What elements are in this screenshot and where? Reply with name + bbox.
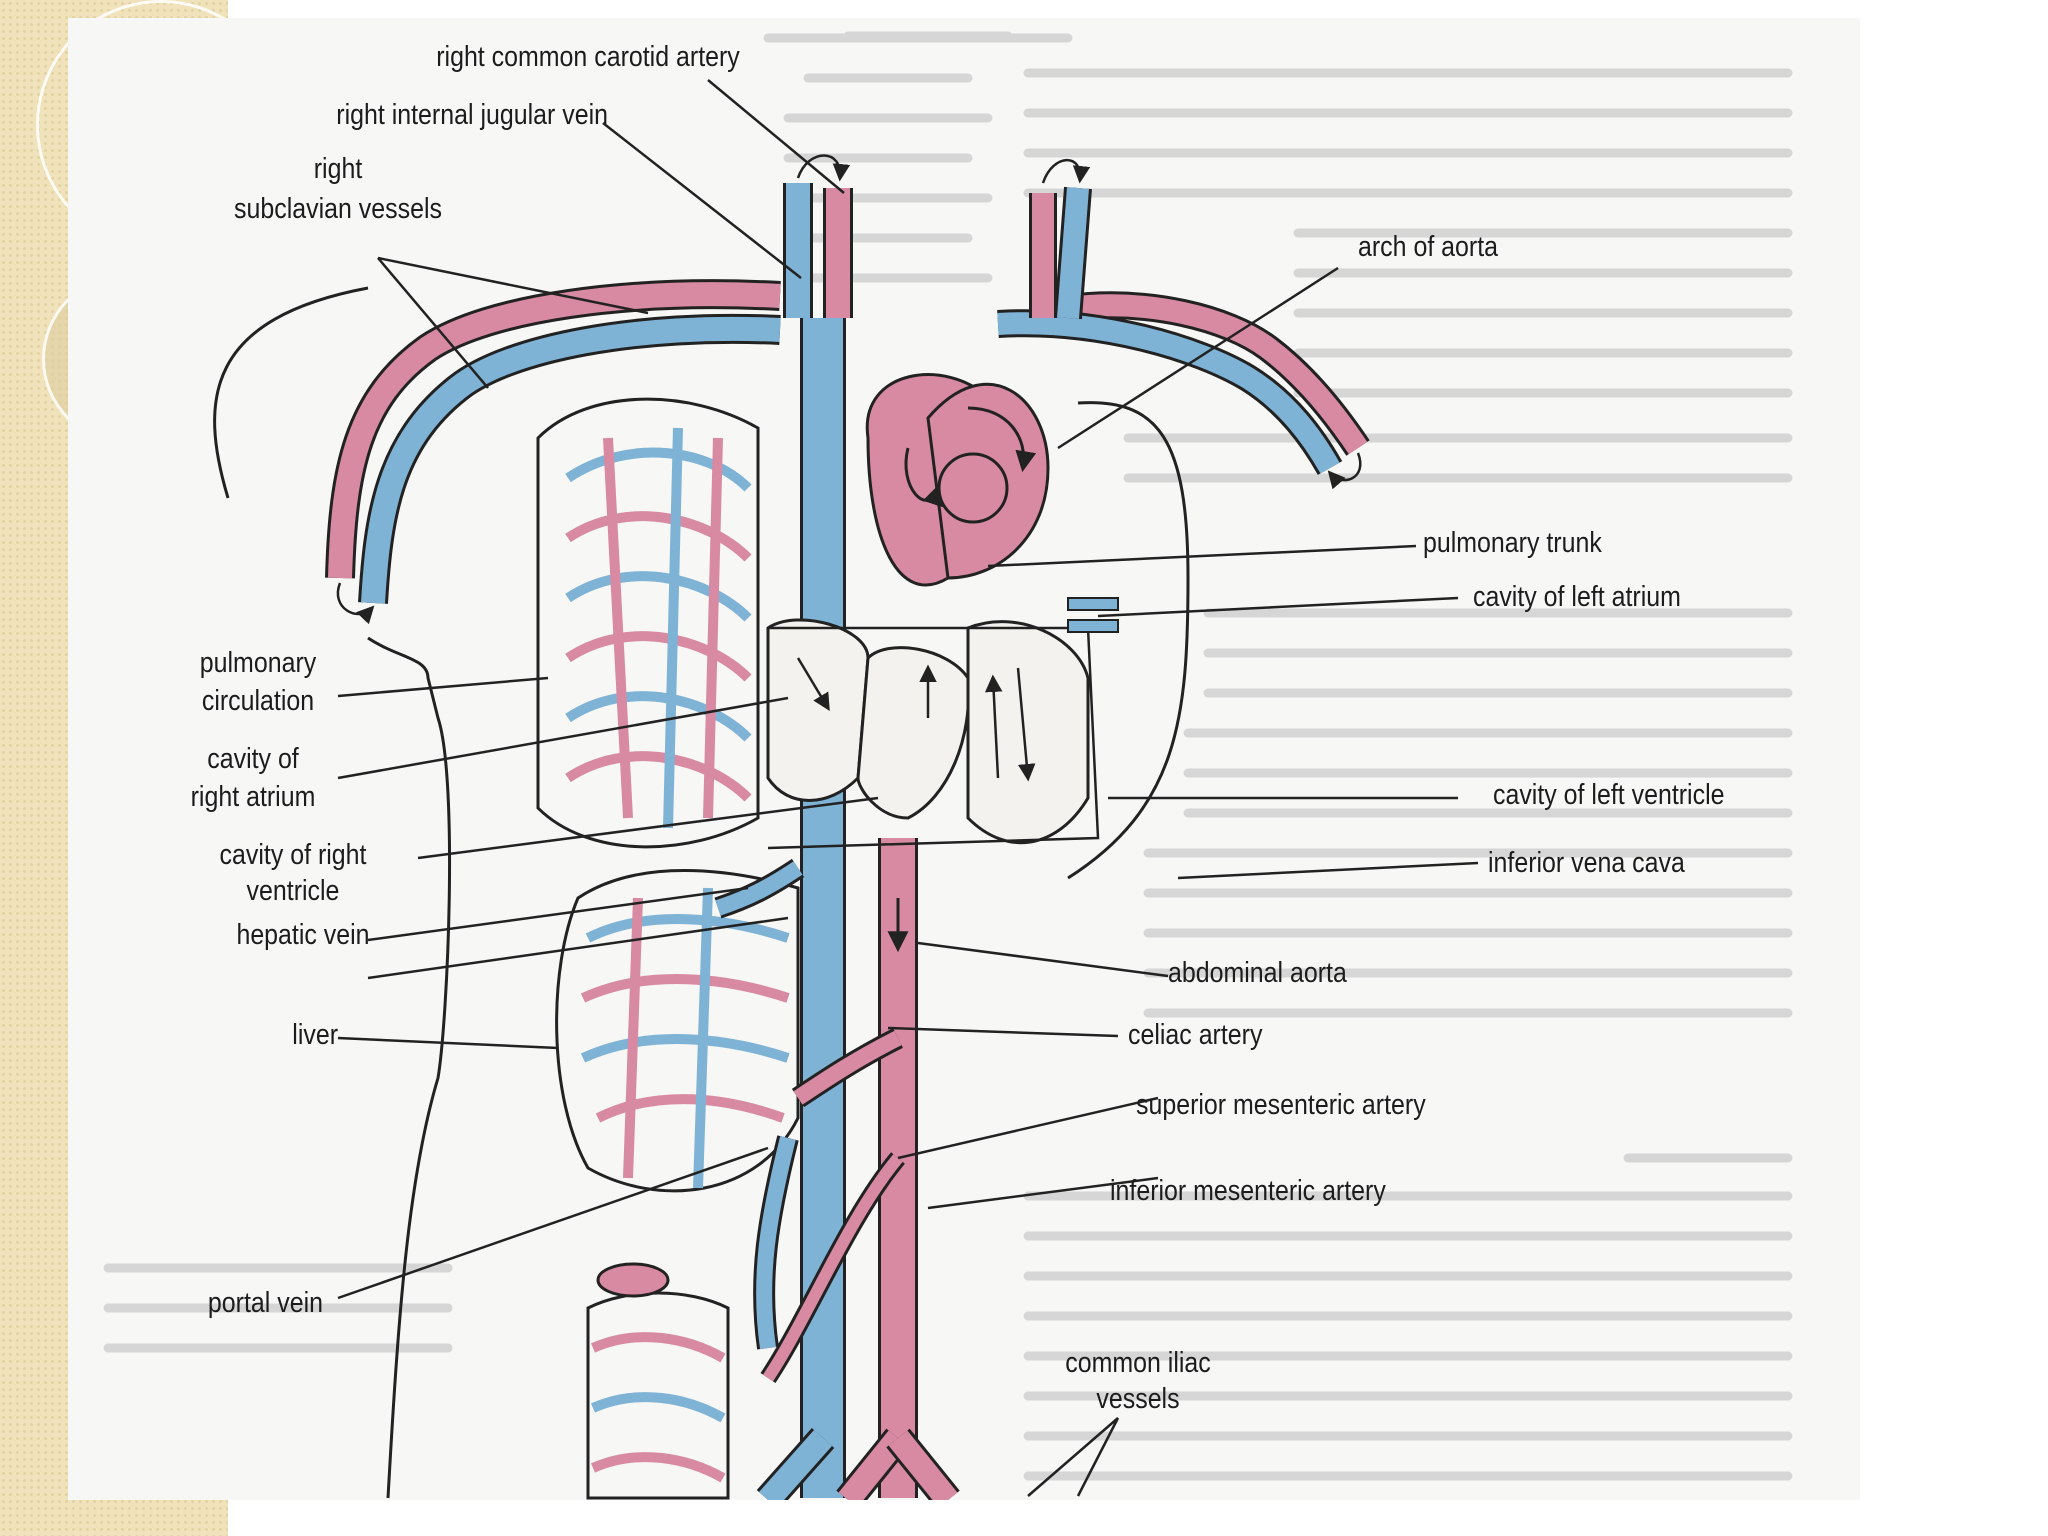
body-outline bbox=[213, 286, 1190, 1499]
label-common-iliac-vessels-line1: common iliac bbox=[1065, 1347, 1211, 1379]
label-abdominal-aorta: abdominal aorta bbox=[1168, 957, 1347, 989]
label-pulmonary-circulation-line2: circulation bbox=[201, 685, 315, 717]
label-portal-vein: portal vein bbox=[207, 1287, 323, 1319]
leader-lines bbox=[337, 79, 1479, 1497]
label-cavity-of-right-ventricle-line1: cavity of right bbox=[219, 839, 367, 871]
lung-capillary-network bbox=[536, 397, 760, 849]
label-liver: liver bbox=[292, 1019, 338, 1051]
label-superior-mesenteric-artery: superior mesenteric artery bbox=[1136, 1089, 1426, 1121]
label-pulmonary-circulation-line1: pulmonary bbox=[199, 647, 317, 679]
label-right-common-carotid-artery: right common carotid artery bbox=[436, 41, 740, 73]
label-right-subclavian-vessels-line2: subclavian vessels bbox=[234, 193, 442, 225]
label-cavity-of-right-ventricle-line2: ventricle bbox=[246, 875, 340, 907]
circulation-diagram: right common carotid artery right intern… bbox=[68, 18, 1860, 1500]
label-right-internal-jugular-vein: right internal jugular vein bbox=[336, 99, 608, 131]
label-arch-of-aorta: arch of aorta bbox=[1358, 231, 1499, 263]
label-celiac-artery: celiac artery bbox=[1128, 1019, 1263, 1051]
circulation-drawing bbox=[213, 79, 1479, 1500]
label-cavity-of-left-ventricle: cavity of left ventricle bbox=[1493, 779, 1725, 811]
label-common-iliac-vessels-line2: vessels bbox=[1096, 1383, 1180, 1415]
label-pulmonary-trunk: pulmonary trunk bbox=[1423, 527, 1602, 559]
heart bbox=[766, 373, 1100, 850]
label-inferior-mesenteric-artery: inferior mesenteric artery bbox=[1110, 1175, 1386, 1207]
label-right-subclavian-vessels-line1: right bbox=[313, 153, 363, 185]
label-cavity-of-right-atrium-line2: right atrium bbox=[190, 781, 316, 813]
label-inferior-vena-cava: inferior vena cava bbox=[1488, 847, 1685, 879]
intestine-capillary-network bbox=[586, 1262, 730, 1500]
label-cavity-of-right-atrium-line1: cavity of bbox=[207, 743, 299, 775]
label-cavity-of-left-atrium: cavity of left atrium bbox=[1473, 581, 1681, 613]
label-hepatic-vein: hepatic vein bbox=[236, 919, 370, 951]
liver-capillary-network bbox=[555, 869, 800, 1193]
scanned-page-background-text bbox=[103, 31, 1793, 1481]
